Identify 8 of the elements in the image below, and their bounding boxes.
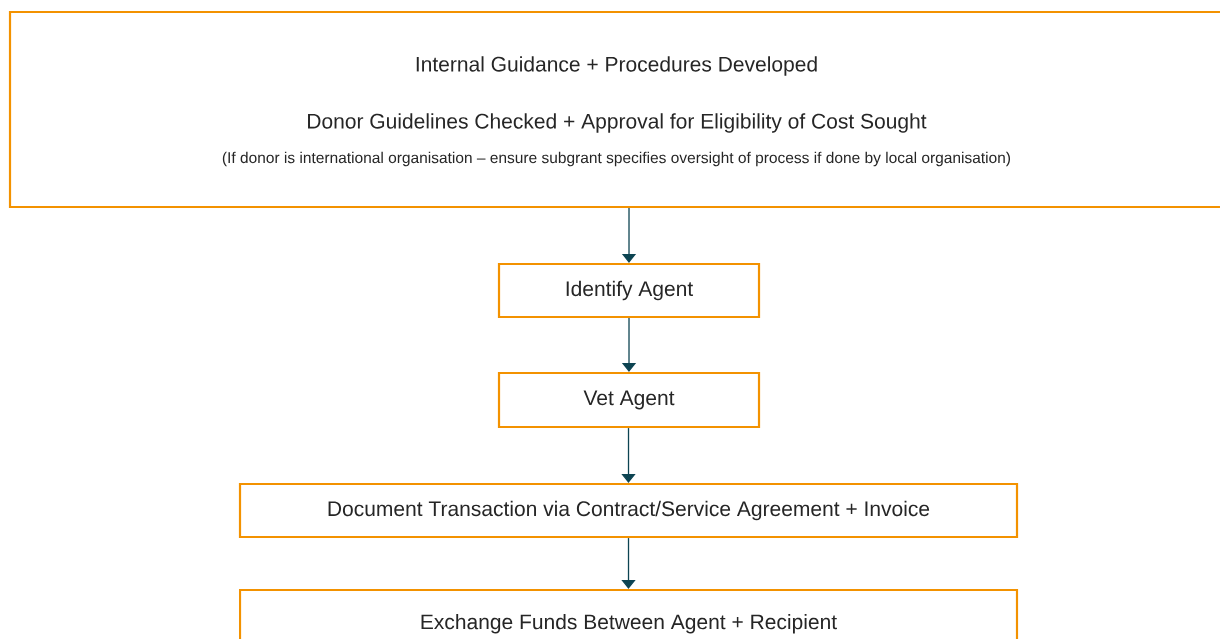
process-box: Exchange Funds Between Agent + Recipient — [238, 588, 1019, 639]
process-box: Document Transaction via Contract/Service Agreement + Invoice — [238, 482, 1019, 539]
process-box — [8, 10, 1220, 209]
process-box: Vet Agent — [497, 371, 761, 429]
process-box: Identify Agent — [497, 262, 761, 319]
subheading-text: Donor Guidelines Checked + Approval for Eligibility of Cost Sought — [308, 113, 927, 133]
note-text: (If donor is international organisation – ensure subgrant specifies oversight of process if done by local organisation) — [222, 151, 1010, 167]
heading-text: Internal Guidance + Procedures Developed — [416, 56, 817, 76]
